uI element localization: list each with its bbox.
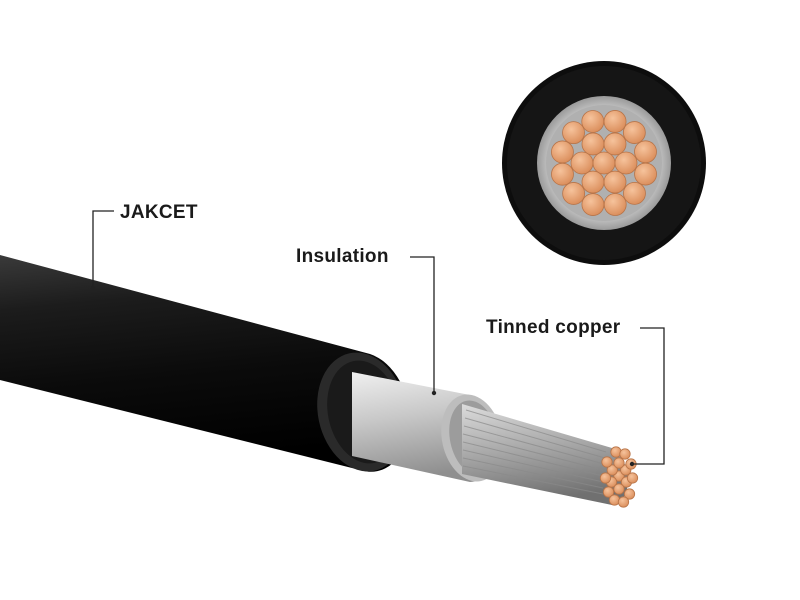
copper-strand <box>634 162 657 186</box>
copper-strand <box>623 181 646 205</box>
jacket-body <box>0 255 410 472</box>
copper-strand-end <box>602 486 615 498</box>
copper-strand <box>581 110 605 133</box>
copper-strand-end <box>626 472 639 484</box>
copper-strand <box>562 182 586 205</box>
copper-strand-end <box>623 488 636 500</box>
jacket-label: JAKCET <box>120 202 198 223</box>
copper-strand <box>581 132 605 156</box>
tinned-copper-label: Tinned copper <box>486 317 621 338</box>
copper-strand-end <box>613 483 625 495</box>
copper-strand <box>562 121 585 145</box>
leader-lines <box>90 210 665 467</box>
copper-strand-end <box>606 464 618 476</box>
cross-section <box>502 61 706 265</box>
strand-lines <box>462 409 607 495</box>
copper-strand-end <box>617 496 630 508</box>
copper-strand <box>634 140 657 164</box>
cable-side-view <box>0 255 639 508</box>
copper-leader <box>632 327 665 465</box>
cross-section-copper-strands <box>551 110 657 216</box>
copper-strand <box>603 193 627 216</box>
copper-strand <box>592 151 616 175</box>
insulation-label: Insulation <box>296 246 389 267</box>
copper-strand-end <box>608 494 621 506</box>
copper-strand-end <box>619 448 631 460</box>
tinned-strand-bundle <box>462 404 629 505</box>
copper-strand <box>581 170 605 194</box>
jacket-leader <box>92 210 114 288</box>
copper-strand <box>551 140 574 164</box>
insulation-leader <box>410 256 435 393</box>
copper-strand-end <box>599 472 612 484</box>
copper-strand <box>603 132 627 156</box>
copper-strand <box>603 110 627 133</box>
copper-strand <box>603 170 627 194</box>
copper-strand-end <box>610 446 622 458</box>
copper-strand <box>614 151 638 175</box>
copper-strand <box>570 151 594 175</box>
copper-strand <box>622 121 646 144</box>
copper-strand <box>581 193 605 216</box>
copper-strand-end <box>613 457 625 469</box>
copper-strand-end <box>601 456 613 468</box>
copper-strand <box>551 162 574 186</box>
copper-strand-ends <box>599 446 639 508</box>
